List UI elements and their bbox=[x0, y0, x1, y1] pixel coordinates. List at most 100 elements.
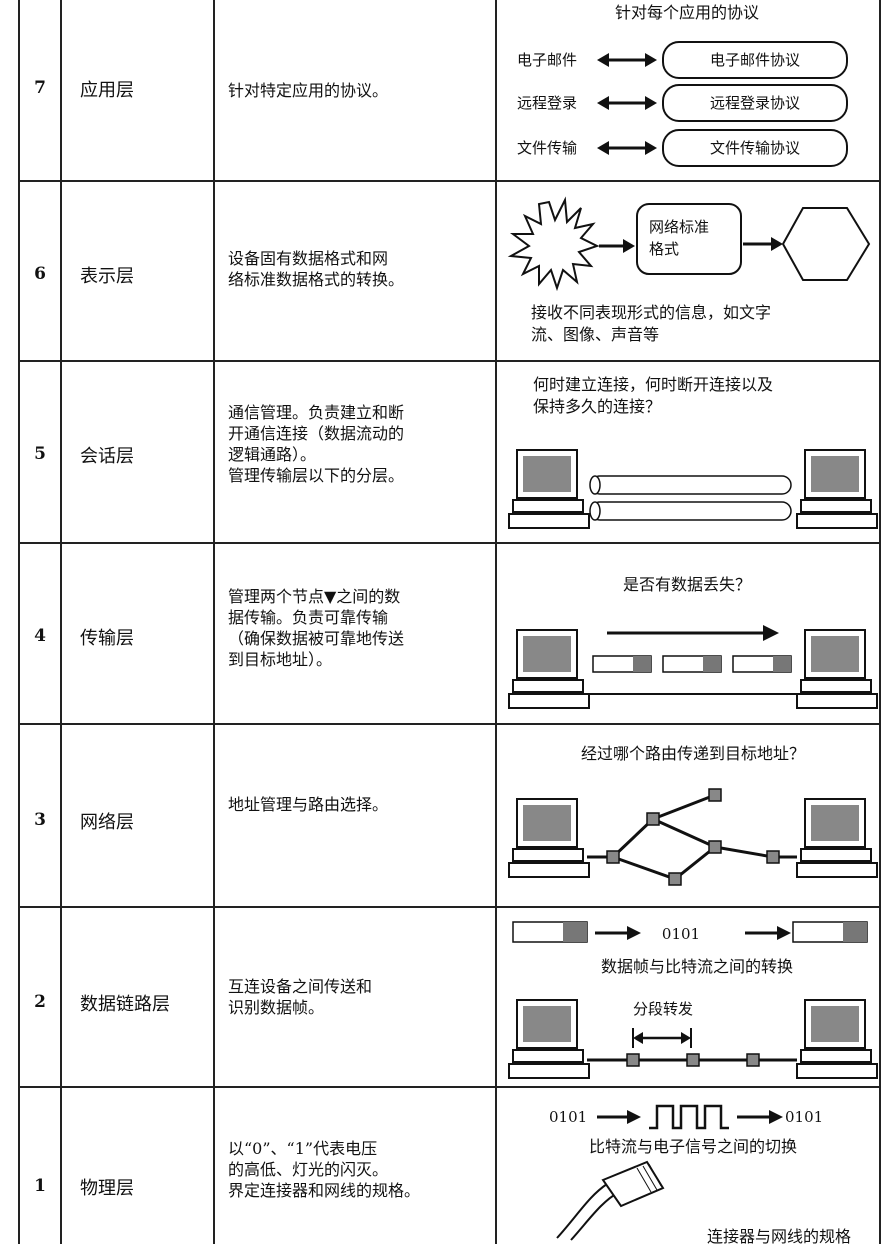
physical-layer-diagram: 0101 0101 比特流与电子信号之间的切换 连接器与网线的规格 bbox=[497, 1088, 880, 1244]
row-divider bbox=[18, 180, 880, 182]
router-node bbox=[646, 812, 660, 826]
row-divider bbox=[18, 542, 880, 544]
format-box bbox=[636, 203, 742, 275]
col-divider bbox=[18, 0, 20, 1244]
protocol-name: 文件传输协议 bbox=[710, 139, 800, 157]
arrow-icon bbox=[737, 1110, 783, 1124]
layer-number: 5 bbox=[34, 444, 46, 464]
computer-icon bbox=[508, 449, 590, 529]
layer-name: 应用层 bbox=[80, 80, 134, 101]
protocol-box bbox=[662, 84, 848, 122]
app-name: 文件传输 bbox=[517, 139, 577, 157]
datalink-layer-diagram: 0101 数据帧与比特流之间的转换 分段转发 bbox=[497, 908, 880, 1086]
col-divider bbox=[879, 0, 881, 1244]
layer-name: 会话层 bbox=[80, 446, 134, 467]
arrow-icon bbox=[597, 1110, 641, 1124]
session-caption: 何时建立连接，何时断开连接以及 保持多久的连接？ bbox=[533, 375, 774, 416]
transport-layer-diagram: 是否有数据丢失？ bbox=[497, 544, 880, 724]
bitstream-out: 0101 bbox=[785, 1108, 823, 1126]
col-divider bbox=[60, 0, 62, 1244]
layer-description: 管理两个节点▼之间的数 据传输。负责可靠传输 （确保数据被可靠地传送 到目标地址… bbox=[228, 587, 405, 669]
arrow-icon bbox=[745, 926, 791, 940]
router-node bbox=[708, 788, 722, 802]
double-arrow-icon bbox=[597, 96, 657, 110]
col-divider bbox=[213, 0, 215, 1244]
diagram-title: 针对每个应用的协议 bbox=[615, 3, 759, 22]
route-lines bbox=[587, 793, 797, 881]
starburst-icon bbox=[507, 196, 600, 292]
router-node bbox=[708, 840, 722, 854]
rj45-connector-icon bbox=[556, 1160, 665, 1241]
protocol-name: 远程登录协议 bbox=[710, 94, 800, 112]
layer-description: 以“0”、“1”代表电压 的高低、灯光的闪灭。 界定连接器和网线的规格。 bbox=[228, 1139, 421, 1200]
computer-icon bbox=[796, 798, 878, 878]
presentation-layer-diagram: 网络标准 格式 接收不同表现形式的信息，如文字 流、图像、声音等 bbox=[497, 182, 880, 360]
arrow-icon bbox=[595, 926, 641, 940]
data-frame bbox=[512, 921, 588, 943]
physical-caption: 比特流与电子信号之间的切换 bbox=[589, 1137, 797, 1156]
layer-name: 表示层 bbox=[80, 266, 134, 287]
layer-name: 数据链路层 bbox=[80, 994, 170, 1015]
router-node bbox=[606, 850, 620, 864]
bitstream-in: 0101 bbox=[549, 1108, 587, 1126]
col-divider bbox=[495, 0, 497, 1244]
computer-icon bbox=[796, 999, 878, 1079]
connection-pipe bbox=[589, 475, 792, 521]
hop-label: 分段转发 bbox=[633, 1000, 693, 1018]
layer-number: 1 bbox=[34, 1176, 46, 1196]
square-wave-icon bbox=[649, 1104, 729, 1130]
layer-number: 7 bbox=[34, 78, 46, 98]
row-divider bbox=[18, 906, 880, 908]
arrow-icon bbox=[607, 625, 779, 641]
network-caption: 经过哪个路由传递到目标地址？ bbox=[581, 744, 805, 763]
format-box-label: 格式 bbox=[649, 240, 679, 258]
network-layer-diagram: 经过哪个路由传递到目标地址？ bbox=[497, 725, 880, 906]
layer-description: 针对特定应用的协议。 bbox=[228, 81, 389, 100]
computer-icon bbox=[508, 798, 590, 878]
presentation-caption: 接收不同表现形式的信息，如文字 流、图像、声音等 bbox=[531, 303, 772, 344]
data-packet bbox=[662, 655, 722, 673]
layer-name: 网络层 bbox=[80, 812, 134, 833]
layer-number: 4 bbox=[34, 626, 46, 646]
router-node bbox=[668, 872, 682, 886]
protocol-box bbox=[662, 129, 848, 167]
data-frame bbox=[792, 921, 868, 943]
connector-caption: 连接器与网线的规格 bbox=[707, 1227, 851, 1244]
data-packet bbox=[732, 655, 792, 673]
arrow-icon bbox=[599, 239, 635, 253]
row-divider bbox=[18, 360, 880, 362]
protocol-name: 电子邮件协议 bbox=[710, 51, 800, 69]
app-name: 远程登录 bbox=[517, 94, 577, 112]
hop-span-arrow-icon bbox=[632, 1028, 692, 1048]
computer-icon bbox=[508, 999, 590, 1079]
row-divider bbox=[18, 723, 880, 725]
computer-icon bbox=[796, 449, 878, 529]
double-arrow-icon bbox=[597, 53, 657, 67]
layer-number: 6 bbox=[34, 264, 46, 284]
app-name: 电子邮件 bbox=[517, 51, 577, 69]
row-divider bbox=[18, 1086, 880, 1088]
layer-description: 地址管理与路由选择。 bbox=[228, 795, 389, 814]
layer-name: 物理层 bbox=[80, 1178, 134, 1199]
switch-node bbox=[626, 1053, 640, 1067]
data-packet bbox=[592, 655, 652, 673]
layer-number: 3 bbox=[34, 810, 46, 830]
double-arrow-icon bbox=[597, 141, 657, 155]
layer-name: 传输层 bbox=[80, 628, 134, 649]
transport-caption: 是否有数据丢失？ bbox=[623, 575, 751, 594]
layer-description: 通信管理。负责建立和断 开通信连接（数据流动的 逻辑通路）。 管理传输层以下的分… bbox=[228, 403, 405, 485]
session-layer-diagram: 何时建立连接，何时断开连接以及 保持多久的连接？ bbox=[497, 362, 880, 542]
computer-icon bbox=[508, 629, 590, 709]
computer-icon bbox=[796, 629, 878, 709]
layer-number: 2 bbox=[34, 992, 46, 1012]
layer-description: 互连设备之间传送和 识别数据帧。 bbox=[228, 977, 373, 1017]
router-node bbox=[766, 850, 780, 864]
datalink-caption: 数据帧与比特流之间的转换 bbox=[601, 957, 793, 976]
switch-node bbox=[686, 1053, 700, 1067]
protocol-box bbox=[662, 41, 848, 79]
layer-description: 设备固有数据格式和网 络标准数据格式的转换。 bbox=[228, 249, 405, 289]
hexagon-icon bbox=[781, 207, 871, 281]
arrow-icon bbox=[743, 237, 783, 251]
switch-node bbox=[746, 1053, 760, 1067]
